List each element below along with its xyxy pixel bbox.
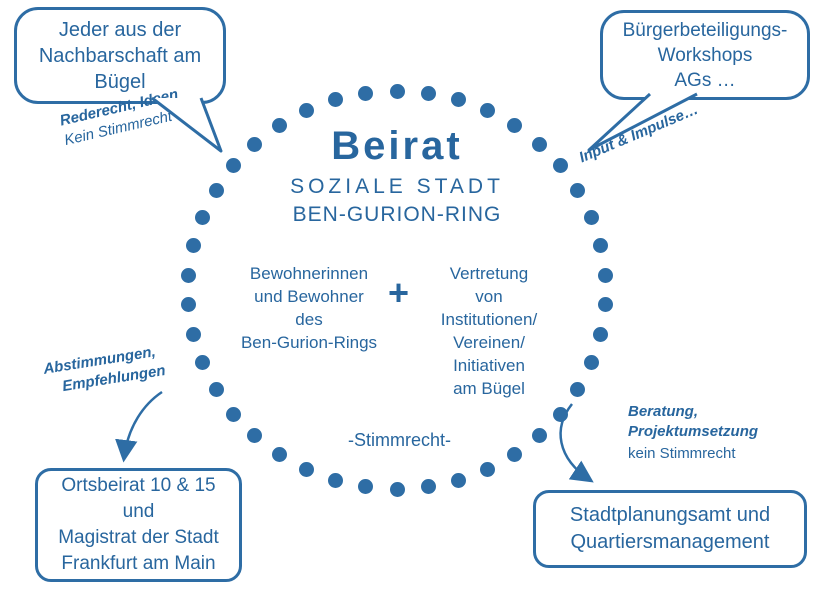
circle-dot — [271, 446, 287, 462]
circle-dot — [247, 428, 263, 444]
circle-dot — [358, 479, 374, 495]
circle-dot — [185, 238, 201, 254]
circle-dot — [570, 382, 586, 397]
annotation-beratung: Beratung, Projektumsetzung kein Stimmrec… — [628, 402, 758, 464]
plus-sign: + — [388, 272, 410, 313]
circle-dot — [597, 297, 613, 313]
circle-dot — [584, 209, 600, 225]
annotation-beratung-line1: Beratung, — [628, 403, 699, 420]
circle-dot — [298, 461, 314, 477]
circle-dot — [208, 183, 224, 198]
circle-dot — [480, 461, 496, 477]
circle-dot — [208, 382, 224, 397]
circle-dot — [451, 472, 467, 488]
circle-dot — [327, 92, 343, 108]
circle-dot — [389, 481, 405, 497]
circle-dot — [271, 118, 287, 134]
circle-dot — [593, 238, 609, 254]
circle-subtitle-soziale-stadt: SOZIALE STADT — [290, 175, 504, 198]
circle-dot — [507, 118, 523, 134]
workshops-bubble: Bürgerbeteiligungs- Workshops AGs … — [600, 10, 810, 100]
circle-dot — [358, 85, 374, 101]
circle-dot — [552, 406, 568, 422]
voting-right-label: -Stimmrecht- — [348, 430, 451, 450]
neighborhood-bubble: Jeder aus der Nachbarschaft am Bügel — [14, 7, 226, 104]
circle-dot — [420, 479, 436, 495]
stadtplanungsamt-box: Stadtplanungsamt und Quartiersmanagement — [533, 490, 807, 568]
annotation-abstimmungen: Abstimmungen, Empfehlungen — [42, 341, 167, 399]
circle-dot — [420, 85, 436, 101]
circle-dot — [480, 103, 496, 119]
circle-title: Beirat — [331, 124, 463, 168]
circle-dot — [584, 355, 600, 371]
circle-dot — [185, 326, 201, 342]
circle-dot — [327, 472, 343, 488]
circle-dot — [552, 158, 568, 174]
circle-dot — [226, 406, 242, 422]
ortsbeirat-box: Ortsbeirat 10 & 15 und Magistrat der Sta… — [35, 468, 242, 582]
annotation-beratung-regular: kein Stimmrecht — [628, 445, 736, 462]
circle-dot — [226, 158, 242, 174]
circle-dot — [298, 103, 314, 119]
annotation-beratung-line2: Projektumsetzung — [628, 423, 759, 440]
residents-group-label: Bewohnerinnen und Bewohner des Ben-Gurio… — [240, 264, 378, 352]
circle-dot — [570, 183, 586, 198]
circle-subtitle-ben-gurion-ring: BEN-GURION-RING — [292, 203, 502, 226]
circle-dot — [593, 326, 609, 342]
circle-dot — [181, 297, 197, 313]
circle-dot — [389, 83, 405, 99]
arrow-to-ortsbeirat — [115, 390, 163, 463]
circle-dot — [531, 428, 547, 444]
circle-dot — [194, 355, 210, 371]
annotation-input-impulse: Input & Impulse… — [576, 100, 701, 167]
circle-dot — [194, 209, 210, 225]
circle-dot — [181, 267, 197, 283]
circle-dot — [247, 136, 263, 152]
circle-heading: Beirat SOZIALE STADT BEN-GURION-RING — [290, 124, 504, 227]
institutions-group-label: Vertretung von Institutionen/ Vereinen/ … — [440, 264, 538, 398]
circle-dot — [451, 92, 467, 108]
circle-dot — [507, 446, 523, 462]
circle-dot — [597, 267, 613, 283]
circle-dot — [531, 136, 547, 152]
